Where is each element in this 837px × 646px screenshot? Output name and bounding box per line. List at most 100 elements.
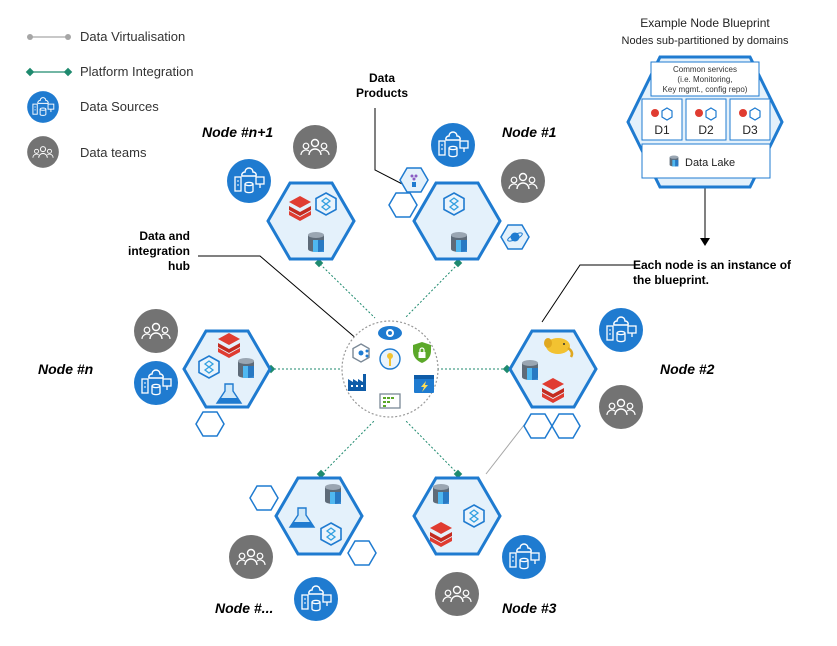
legend-integration: Platform Integration [25, 64, 193, 79]
event-hub-icon [379, 393, 401, 409]
node-2: Node #2 [508, 307, 715, 439]
domain-d2: D2 [685, 98, 727, 141]
common-services-line2: (i.e. Monitoring, [677, 75, 732, 84]
data-product-hexagon [249, 485, 279, 511]
integration-hub [341, 320, 439, 418]
storage-icon [522, 360, 538, 380]
factory-icon [348, 374, 366, 391]
data-source-icon [26, 90, 60, 124]
red-stack-icon [695, 109, 703, 117]
legend-sources: Data Sources [26, 90, 159, 124]
domain-d3: D3 [729, 98, 771, 141]
diamond-marker [453, 469, 463, 479]
integration-diamonds [266, 258, 512, 479]
data-source-icon [598, 307, 644, 353]
shield-icon [413, 342, 431, 363]
diamond-marker [453, 258, 463, 268]
annotations: Data Products Data and integration hub E… [128, 71, 792, 287]
data-team-icon [434, 571, 480, 617]
common-services-box [650, 61, 760, 97]
data-product-hexagon [551, 413, 581, 439]
storage-icon [238, 358, 254, 378]
hub-label-2: integration [128, 244, 190, 258]
planet-icon [507, 232, 523, 242]
node-label: Node #... [215, 600, 273, 616]
data-source-icon [501, 534, 547, 580]
integration-links [270, 263, 506, 475]
data-source-icon [430, 122, 476, 168]
synapse-icon [315, 192, 337, 216]
data-team-icon [500, 158, 546, 204]
domain-label: D3 [742, 123, 758, 137]
data-team-icon [598, 384, 644, 430]
node-hexagon [412, 476, 502, 556]
node-label: Node #n+1 [202, 124, 273, 140]
node-n-plus-1: Node #n+1 [202, 124, 356, 261]
common-services-line1: Common services [673, 65, 737, 74]
diamond-marker [316, 469, 326, 479]
hub-label-1: Data and [139, 229, 190, 243]
hadoop-elephant-icon [544, 338, 574, 358]
common-services-line3: Key mgmt., config repo) [663, 85, 748, 94]
node-label: Node #2 [660, 361, 715, 377]
synapse-icon [463, 504, 485, 528]
domain-label: D2 [698, 123, 714, 137]
synapse-icon [749, 107, 761, 121]
link-hub-node-1 [404, 263, 459, 319]
pointer-data-products [374, 108, 411, 189]
link-hub-node-ellipsis [321, 419, 376, 475]
node-label: Node #1 [502, 124, 557, 140]
node-label: Node #n [38, 361, 93, 377]
data-product-hexagon [195, 411, 225, 437]
synapse-icon [661, 107, 673, 121]
legend-teams: Data teams [26, 135, 147, 169]
diamond-marker [502, 364, 512, 374]
instance-label-1: Each node is an instance of [633, 258, 792, 272]
red-stack-icon [739, 109, 747, 117]
node-ellipsis: Node #... [215, 476, 377, 622]
pointer-hub [198, 255, 359, 341]
data-team-icon [26, 135, 60, 169]
node-1: Node #1 [388, 122, 557, 261]
legend-teams-label: Data teams [80, 145, 147, 160]
data-source-icon [293, 576, 339, 622]
arrow-head-icon [700, 238, 710, 246]
event-grid-icon [352, 343, 370, 363]
data-source-icon [226, 158, 272, 204]
storage-icon [433, 484, 449, 504]
data-source-icon [133, 360, 179, 406]
link-hub-node-n-plus-1 [319, 263, 376, 319]
data-product-icon [410, 174, 418, 187]
purview-icon [378, 326, 402, 340]
data-team-icon [292, 124, 338, 170]
legend-integration-label: Platform Integration [80, 64, 193, 79]
storage-icon [669, 155, 679, 167]
legend-sources-label: Data Sources [80, 99, 159, 114]
data-team-icon [133, 308, 179, 354]
domain-label: D1 [654, 123, 670, 137]
virtualisation-links [485, 419, 529, 475]
data-lake-box: Data Lake [641, 143, 771, 179]
node-3: Node #3 [412, 476, 557, 617]
storage-icon [451, 232, 467, 252]
blueprint-title: Example Node Blueprint [640, 16, 770, 30]
virtualisation-line [485, 419, 529, 475]
diamond-marker [314, 258, 324, 268]
function-icon [414, 375, 434, 393]
instance-label-2: the blueprint. [633, 273, 709, 287]
legend-virtualisation: Data Virtualisation [27, 29, 185, 44]
link-hub-node-3 [404, 419, 459, 475]
data-team-icon [228, 534, 274, 580]
hub-label-3: hub [168, 259, 190, 273]
data-product-hexagon [388, 192, 418, 218]
pointer-instance [541, 264, 636, 323]
blueprint-subtitle: Nodes sub-partitioned by domains [622, 35, 789, 47]
dot-icon [27, 34, 33, 40]
red-stack-icon [651, 109, 659, 117]
node-hexagon [274, 476, 364, 556]
data-product-hexagon [523, 413, 553, 439]
synapse-icon [443, 192, 465, 216]
diamond-icon [25, 67, 35, 77]
dot-icon [65, 34, 71, 40]
